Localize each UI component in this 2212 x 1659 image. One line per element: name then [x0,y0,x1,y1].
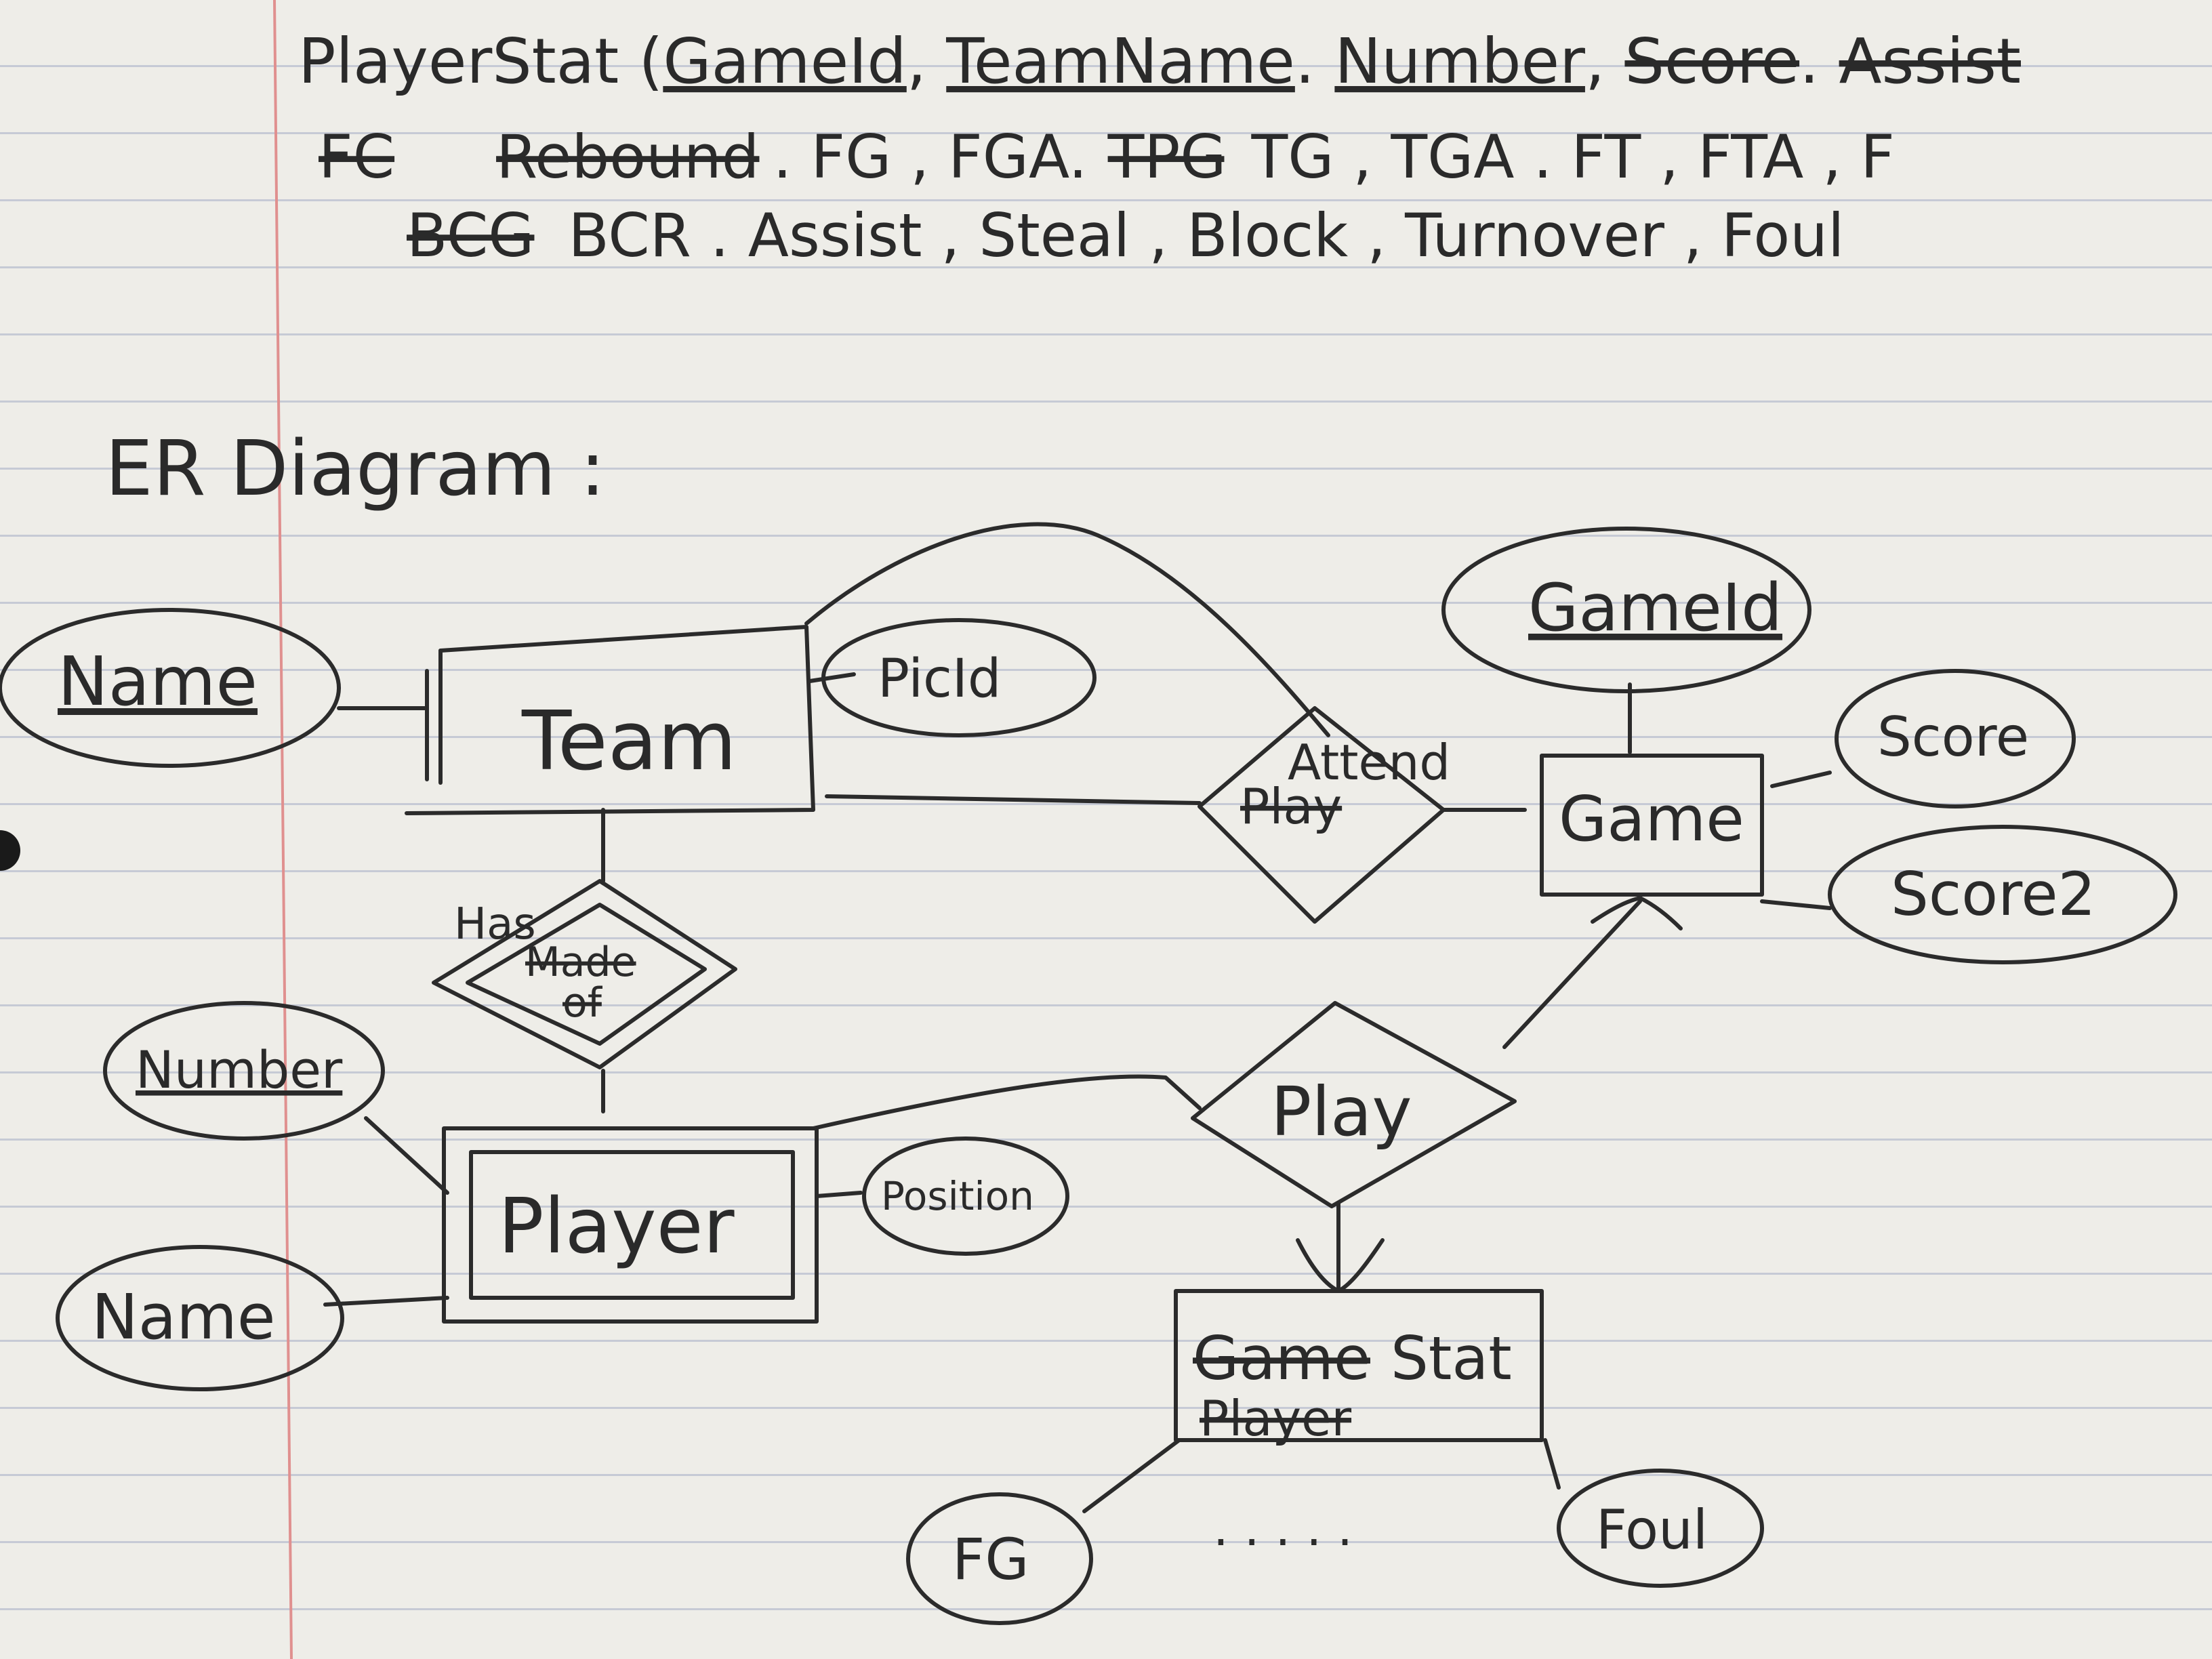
attribute-fg: FG [906,1492,1093,1625]
heading-prefix: PlayerStat ( [298,25,663,98]
heading-line-2: FC Rebound. FG , FGA. TPG TG , TGA . FT , F… [319,122,1895,192]
attend-struck-play: Play [1240,778,1342,835]
relationship-attend: Play Attend [1197,706,1450,924]
sep: . [1295,25,1335,98]
player-name-label: Name [91,1281,275,1353]
gameid-label: GameId [1528,570,1782,646]
fg-label: FG [952,1526,1029,1593]
play-label: Play [1271,1072,1412,1151]
key-teamname: TeamName [945,25,1295,98]
svg-text:PlayerStat (GameId, TeamName.: PlayerStat (GameId, TeamName. Number, Sc… [298,25,2021,98]
stat-struck-game: Game [1193,1324,1370,1393]
section-title: ER Diagram : [105,425,605,513]
score-label: Score [1877,705,2029,769]
foul-label: Foul [1596,1498,1708,1561]
entity-player-stat: Game Stat Player [1174,1289,1544,1447]
heading-fg-fga: . FG , FGA. [773,122,1088,192]
heading-bcr-foul: BCR . Assist , Steal , Block , Turnover … [568,201,1844,270]
entity-player-label: Player [498,1183,735,1271]
struck-fc: FC [319,122,394,192]
relationship-has-identifying: Has Made of [432,879,737,1069]
attribute-position: Position [862,1136,1069,1256]
sep: . [1799,25,1839,98]
score2-label: Score2 [1891,859,2095,929]
heading-line-3: BCG BCR . Assist , Steal , Block , Turnov… [407,201,1844,270]
attribute-number: Number [103,1001,385,1141]
entity-player-weak: Player [442,1126,819,1324]
picid-label: PicId [878,649,1001,710]
struck-tpg: TPG [1107,122,1225,192]
attend-label: Attend [1288,734,1450,791]
sep: , [1585,25,1625,98]
heading-tg-ft: TG , TGA . FT , FTA , F [1250,122,1894,192]
number-label: Number [136,1040,343,1100]
attribute-picid: PicId [821,618,1097,737]
team-name-label: Name [58,642,258,721]
attribute-foul: Foul [1557,1469,1764,1588]
margin-line [273,0,293,1659]
has-label: Has [454,899,536,949]
entity-game: Game [1540,754,1764,897]
sep: , [907,25,947,98]
struck-bcg: BCG [407,201,534,270]
struck-score: Score [1624,25,1799,98]
connectors [323,522,1832,1513]
relationship-play: Play [1191,1001,1517,1208]
entity-team: Team [405,625,815,815]
attribute-player-name: Name [56,1245,344,1391]
attribute-team-name: Name [0,608,341,768]
key-gameid: GameId [663,25,906,98]
entity-game-label: Game [1559,783,1744,855]
heading-line-1: PlayerStat (GameId, TeamName. Number, Sc… [298,25,2021,98]
stat-label: Stat [1391,1324,1512,1393]
attribute-gameid: GameId [1441,527,1811,693]
attribute-score: Score [1835,669,2076,808]
key-number: Number [1334,25,1585,98]
position-label: Position [881,1173,1034,1219]
attribute-score2: Score2 [1828,825,2177,964]
has-struck-made: Made [525,939,636,986]
has-struck-of: of [562,979,603,1027]
entity-team-label: Team [521,695,737,789]
binder-hole [0,830,20,871]
stat-struck-player: Player [1200,1390,1351,1447]
struck-assist: Assist [1839,25,2021,98]
struck-rebound: Rebound [496,122,759,192]
attribute-ellipsis: . . . . . [1213,1500,1353,1557]
